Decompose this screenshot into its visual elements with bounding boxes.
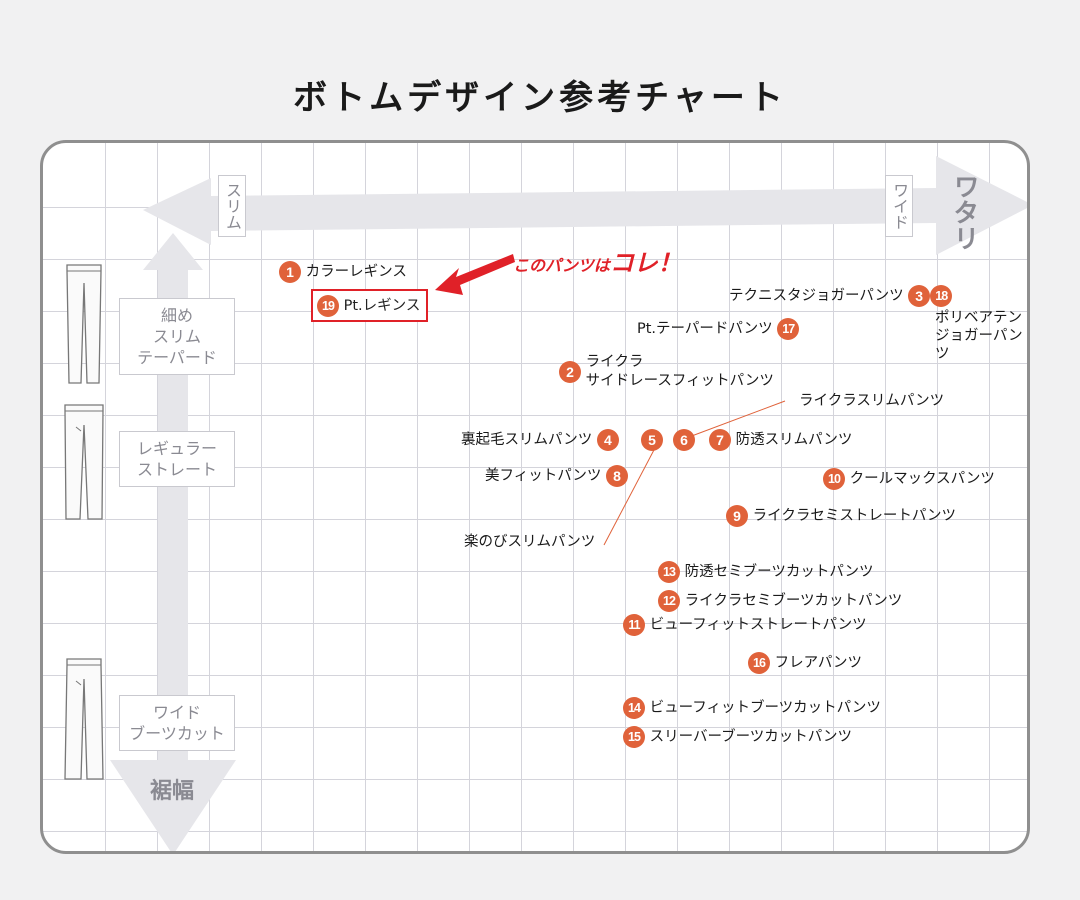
row-label-regular: レギュラー ストレート [119,431,235,487]
item-17: Pt.テーパードパンツ 17 [637,318,800,340]
item-12: 12 ライクラセミブーツカットパンツ [658,590,902,612]
page-title: ボトムデザイン参考チャート [293,78,787,118]
chart-panel: スリム ワイド ワタリ 裾幅 細め スリム テーパード レギュラー ストレート … [40,140,1030,854]
item-6-label: ライクラスリムパンツ [799,393,945,409]
axis-arrows [110,156,1027,851]
row-label-slim: 細め スリム テーパード [119,298,235,375]
callout-text: このパンツはコレ！ [513,249,682,277]
vertical-axis-arrow [110,233,236,851]
axis-label-slim: スリム [218,175,246,237]
horizontal-axis-arrow [143,156,1027,255]
item-5: 5 [641,429,663,451]
leader-line-6 [680,400,786,441]
axis-label-watari: ワタリ [949,173,979,251]
item-13: 13 防透セミブーツカットパンツ [658,561,874,583]
item-18-name: ポリベアテン ジョガーパンツ [935,310,1023,362]
axis-label-wide: ワイド [885,175,913,237]
straight-pants-icon [64,404,104,520]
slim-pants-icon [66,264,102,384]
item-4: 裏起毛スリムパンツ 4 [461,429,619,451]
row-label-wide: ワイド ブーツカット [119,695,235,751]
bootcut-pants-icon [64,658,104,780]
item-6: 6 [673,429,695,451]
item-16: 16 フレアパンツ [748,652,862,674]
callout-arrow [435,254,515,295]
item-2: 2 ライクラ サイドレースフィットパンツ [559,353,774,391]
highlighted-item-19: 19 Pt.レギンス [311,289,429,322]
item-9: 9 ライクラセミストレートパンツ [726,505,956,527]
item-10: 10 クールマックスパンツ [823,468,995,490]
leader-line-5 [603,447,656,546]
item-1: 1 カラーレギンス [279,261,407,283]
item-5-label: 楽のびスリムパンツ [464,534,596,550]
item-8: 美フィットパンツ 8 [485,465,629,487]
item-15: 15 スリーバーブーツカットパンツ [623,726,852,748]
axis-label-susohaba: 裾幅 [150,779,195,804]
item-7: 7 防透スリムパンツ [709,429,852,451]
item-11: 11 ビューフィットストレートパンツ [623,614,867,636]
item-14: 14 ビューフィットブーツカットパンツ [623,697,881,719]
